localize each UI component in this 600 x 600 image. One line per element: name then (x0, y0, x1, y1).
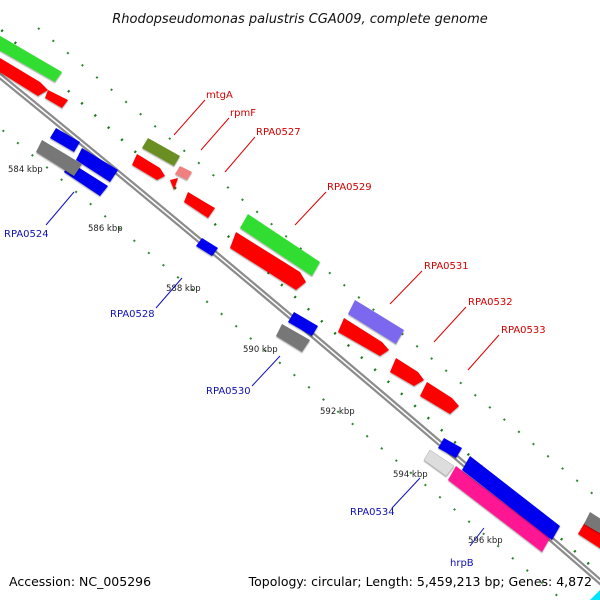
gene-arrow-green-top[interactable] (0, 30, 62, 82)
label-RPA0524[interactable]: RPA0524 (4, 229, 49, 240)
label-RPA0527[interactable]: RPA0527 (256, 127, 301, 138)
gene-arrow-RPA0530[interactable] (288, 312, 318, 336)
tick-594: 594 kbp (393, 470, 428, 480)
gene-arrow-magenta[interactable] (448, 466, 550, 552)
map-title: Rhodopseudomonas palustris CGA009, compl… (112, 12, 488, 27)
gene-arrow-rpmF[interactable] (175, 166, 192, 180)
gene-arrow-RPA0528[interactable] (196, 238, 218, 256)
gene-arrow-red-midright[interactable] (338, 318, 389, 356)
gene-arrow-RPA0527[interactable] (184, 192, 215, 218)
label-hrpB[interactable]: hrpB (450, 558, 474, 569)
accession-text: Accession: NC_005296 (9, 574, 151, 589)
tick-596: 596 kbp (468, 536, 503, 546)
label-RPA0534[interactable]: RPA0534 (350, 507, 395, 518)
gene-arrow-blue-bottom[interactable] (438, 438, 462, 458)
gene-arrow-RPA0534[interactable] (423, 449, 455, 477)
gene-arrow-RPA0531[interactable] (348, 300, 404, 344)
label-RPA0533[interactable]: RPA0533 (501, 325, 546, 336)
topology-text: Topology: circular; Length: 5,459,213 bp… (248, 574, 592, 589)
label-RPA0530[interactable]: RPA0530 (206, 386, 251, 397)
label-mtgA[interactable]: mtgA (206, 90, 233, 101)
gene-arrow-red-top[interactable] (0, 52, 68, 108)
forward-strand-genes (0, 30, 600, 552)
gene-arrow-mtgA[interactable] (142, 138, 180, 166)
label-RPA0531[interactable]: RPA0531 (424, 261, 469, 272)
gene-arrow-RPA0533[interactable] (420, 382, 459, 414)
label-RPA0528[interactable]: RPA0528 (110, 309, 155, 320)
gene-arrow-gray-left[interactable] (36, 140, 82, 176)
tick-586: 586 kbp (88, 224, 123, 234)
tick-592: 592 kbp (320, 407, 355, 417)
tick-590: 590 kbp (243, 345, 278, 355)
gene-arrow-RPA0532[interactable] (390, 358, 424, 386)
label-RPA0532[interactable]: RPA0532 (468, 297, 513, 308)
corner-marker (590, 590, 600, 600)
tick-labels: 584 kbp 586 kbp 588 kbp 590 kbp 592 kbp … (8, 165, 503, 546)
reverse-strand-genes (36, 128, 600, 540)
gene-arrow-RPA0529[interactable] (230, 232, 306, 290)
label-rpmF[interactable]: rpmF (230, 108, 256, 119)
gene-labels: mtgA rpmF RPA0527 RPA0529 RPA0531 RPA053… (4, 90, 546, 569)
gene-arrow-green-mid[interactable] (240, 214, 320, 276)
tick-588: 588 kbp (166, 284, 201, 294)
gene-arrow-gray-bottomright[interactable] (584, 512, 600, 540)
label-RPA0529[interactable]: RPA0529 (327, 182, 372, 193)
gene-arrow-gray-mid[interactable] (276, 324, 310, 352)
leader-lines (45, 99, 500, 547)
tick-584: 584 kbp (8, 165, 43, 175)
gene-arrow-hrpB[interactable] (462, 456, 560, 540)
gene-arrow-red-small[interactable] (132, 154, 178, 190)
